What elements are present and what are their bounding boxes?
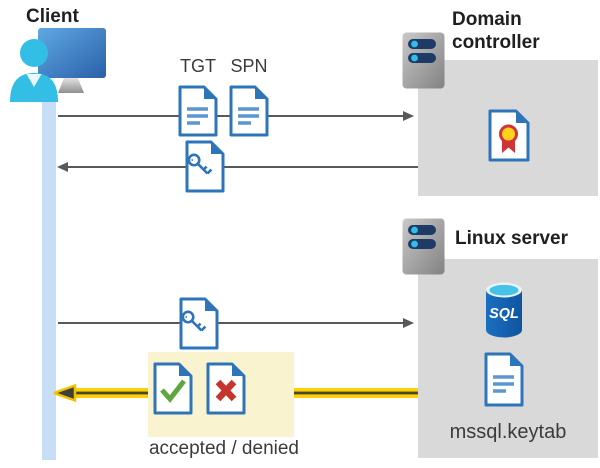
arrow-client-to-linux xyxy=(58,322,405,324)
domain-controller-server-icon xyxy=(402,32,445,89)
client-computer-user-icon xyxy=(10,28,106,102)
arrowhead-right-icon xyxy=(403,317,414,328)
certificate-document-icon xyxy=(488,109,530,162)
arrow-dc-to-client xyxy=(68,166,418,168)
linux-server-title: Linux server xyxy=(455,228,568,249)
keytab-filename-label: mssql.keytab xyxy=(449,421,567,443)
client-title: Client xyxy=(26,6,79,27)
client-timeline-bar xyxy=(42,87,56,460)
ticket-key-document-icon xyxy=(185,140,225,193)
sql-database-icon: SQL xyxy=(486,282,522,338)
ticket-key-document-icon xyxy=(179,297,219,350)
accepted-denied-label: accepted / denied xyxy=(148,438,299,459)
spn-label: SPN xyxy=(230,56,268,76)
sql-icon-label: SQL xyxy=(489,306,519,322)
spn-document-icon xyxy=(229,85,269,137)
accepted-check-document-icon xyxy=(153,362,193,415)
keytab-file-document-icon xyxy=(484,352,524,407)
domain-controller-title: Domain controller xyxy=(452,9,540,53)
arrowhead-right-icon xyxy=(403,110,414,121)
linux-server-icon xyxy=(402,218,445,275)
arrowhead-left-icon xyxy=(57,161,68,172)
denied-cross-document-icon xyxy=(206,362,246,415)
tgt-label: TGT xyxy=(180,56,216,76)
tgt-ticket-document-icon xyxy=(178,85,218,137)
